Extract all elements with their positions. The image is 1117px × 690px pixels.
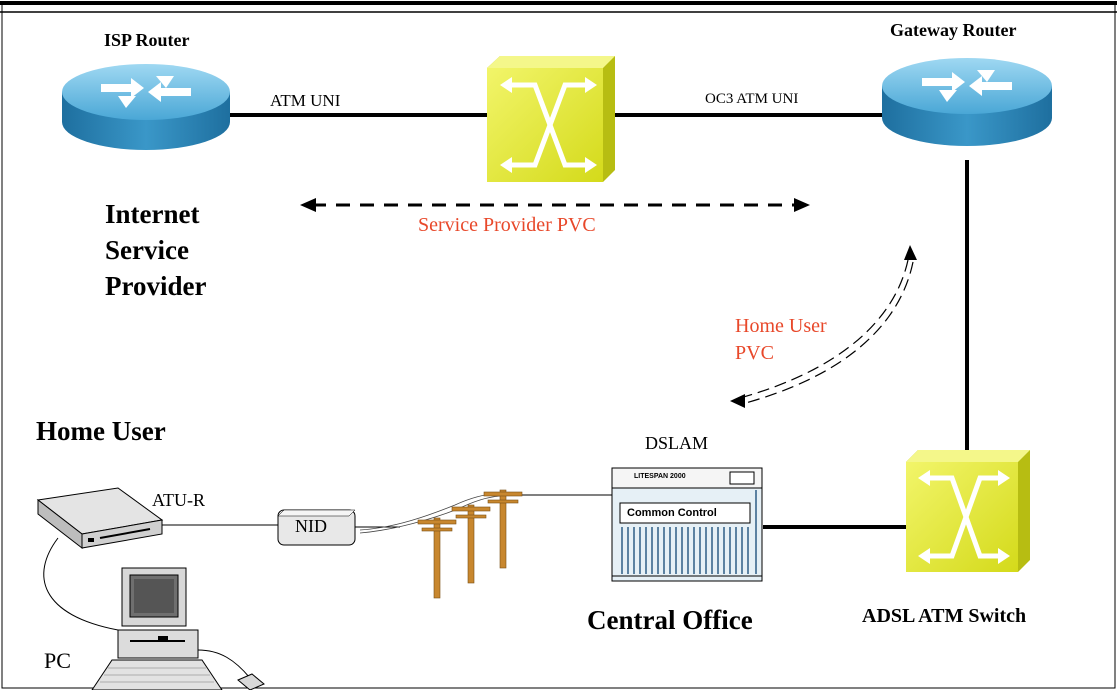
- gateway-router-label: Gateway Router: [890, 20, 1017, 40]
- atu-r-modem-icon: [36, 487, 164, 550]
- isp-router-icon: [62, 64, 230, 150]
- dslam-rack-icon: [611, 467, 763, 582]
- common-control-label: Common Control: [627, 507, 717, 519]
- links: [43, 113, 969, 679]
- adsl-atm-switch-icon: [906, 450, 1030, 572]
- isp-title-line3: Provider: [105, 271, 207, 301]
- utility-poles-icon: [359, 489, 523, 599]
- adsl-atm-switch-label: ADSL ATM Switch: [862, 605, 1027, 627]
- atm-switch-icon: [487, 56, 615, 182]
- atm-uni-label: ATM UNI: [270, 91, 341, 110]
- oc3-atm-uni-label: OC3 ATM UNI: [705, 91, 799, 107]
- service-provider-pvc-label: Service Provider PVC: [418, 214, 596, 236]
- isp-router-label: ISP Router: [104, 30, 190, 50]
- central-office-title: Central Office: [587, 605, 753, 635]
- home-user-pvc-arrow: [730, 245, 917, 408]
- nid-box: [277, 509, 356, 546]
- link-atur-pc: [43, 537, 119, 631]
- home-user-pvc-label: Home User PVC: [735, 313, 827, 367]
- nid-label: NID: [295, 516, 327, 536]
- gateway-router-icon: [882, 58, 1052, 146]
- isp-title-line1: Internet: [105, 199, 200, 229]
- litespan-label: LITESPAN 2000: [634, 473, 686, 480]
- mouse-cable: [197, 649, 251, 679]
- service-provider-pvc-arrow: [300, 198, 810, 212]
- isp-title-line2: Service: [105, 235, 189, 265]
- isp-title: Internet Service Provider: [105, 196, 206, 304]
- pc-label: PC: [44, 648, 71, 673]
- atu-r-label: ATU-R: [152, 490, 205, 510]
- home-user-pvc-line2: PVC: [735, 342, 774, 364]
- home-user-title: Home User: [36, 416, 166, 446]
- home-user-pvc-line1: Home User: [735, 315, 827, 337]
- dslam-label: DSLAM: [645, 433, 709, 453]
- pc-icon: [91, 567, 265, 690]
